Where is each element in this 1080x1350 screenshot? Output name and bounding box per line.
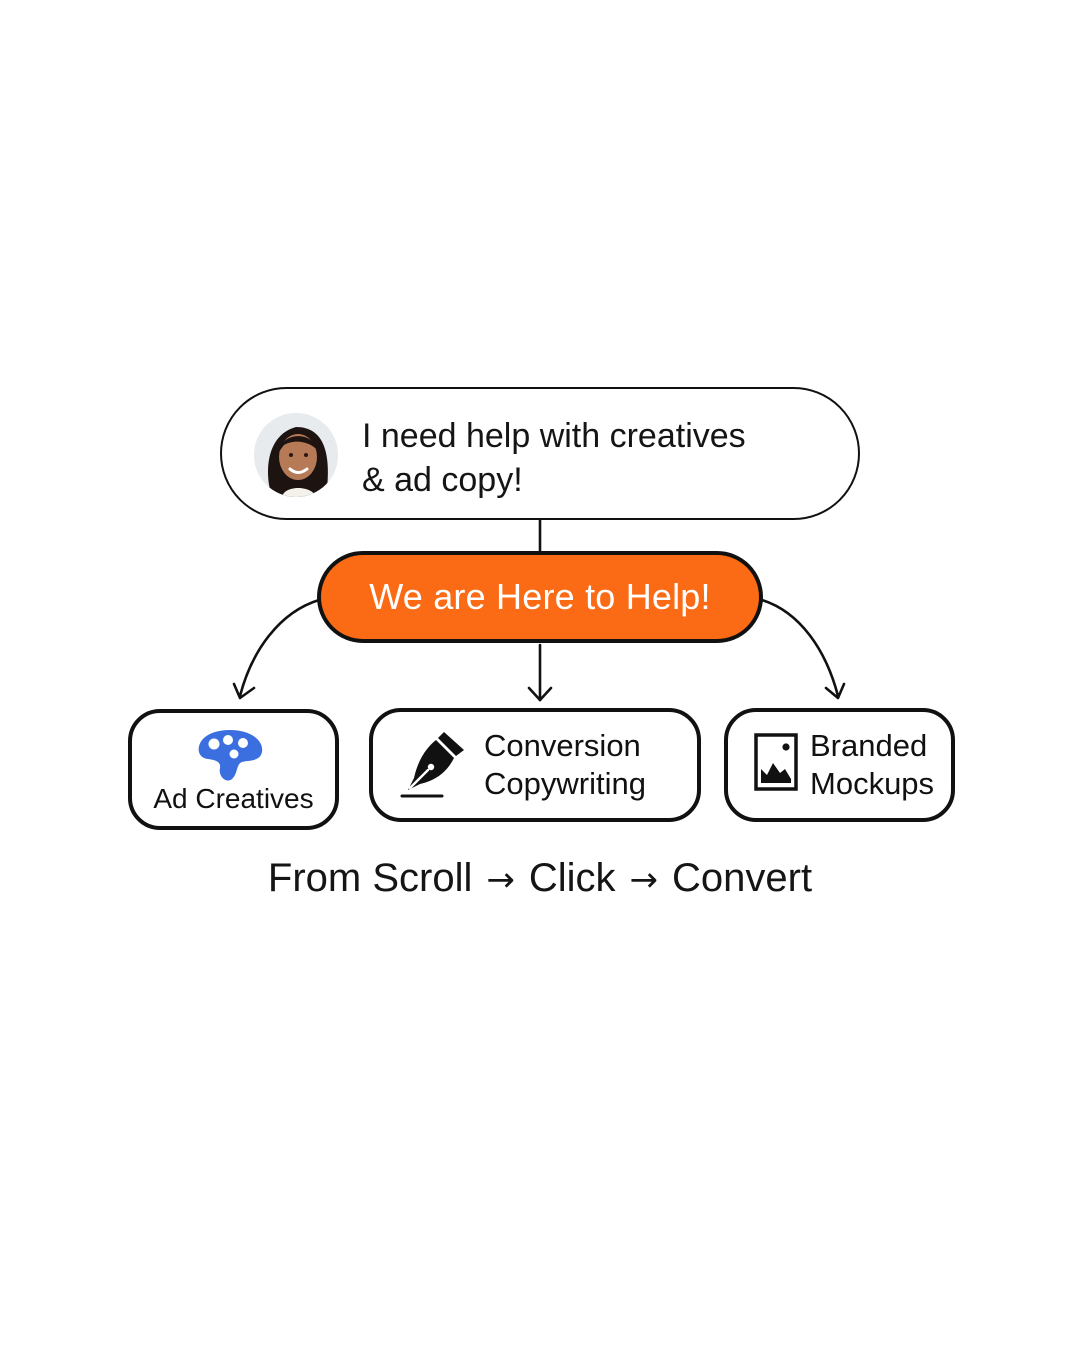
help-banner: We are Here to Help! [317, 551, 763, 643]
request-message: I need help with creatives & ad copy! [362, 414, 832, 502]
avatar-portrait-icon [254, 413, 338, 497]
arrow-to-ad-creatives [238, 598, 321, 698]
copywriting-line-2: Copywriting [484, 766, 646, 801]
arrow-to-mockups [760, 598, 840, 698]
mockups-line-2: Mockups [810, 766, 935, 801]
right-arrow-icon: → [629, 860, 659, 900]
image-icon [754, 733, 798, 791]
palette-icon [198, 730, 263, 781]
tagline: From Scroll → Click → Convert [0, 852, 1080, 906]
arrowhead-copywriting [527, 686, 553, 702]
pen-nib-icon [400, 732, 464, 798]
copywriting-line-1: Conversion [484, 728, 641, 763]
right-arrow-icon: → [486, 860, 515, 900]
tagline-step-click: Click [528, 856, 616, 900]
help-label: We are Here to Help! [369, 576, 711, 617]
tagline-step-convert: Convert [672, 856, 813, 900]
tagline-step-scroll: From Scroll [267, 856, 473, 900]
mockups-label: Branded Mockups [810, 727, 934, 803]
request-line-1: I need help with creatives [362, 417, 746, 455]
mockups-line-1: Branded [810, 728, 928, 763]
ad-creatives-label: Ad Creatives [153, 783, 314, 814]
copywriting-label: Conversion Copywriting [484, 727, 646, 803]
request-line-2: & ad copy! [362, 461, 523, 499]
user-avatar [254, 413, 338, 497]
arrowhead-mockups [824, 682, 846, 700]
arrowhead-ad-creatives [232, 682, 256, 700]
